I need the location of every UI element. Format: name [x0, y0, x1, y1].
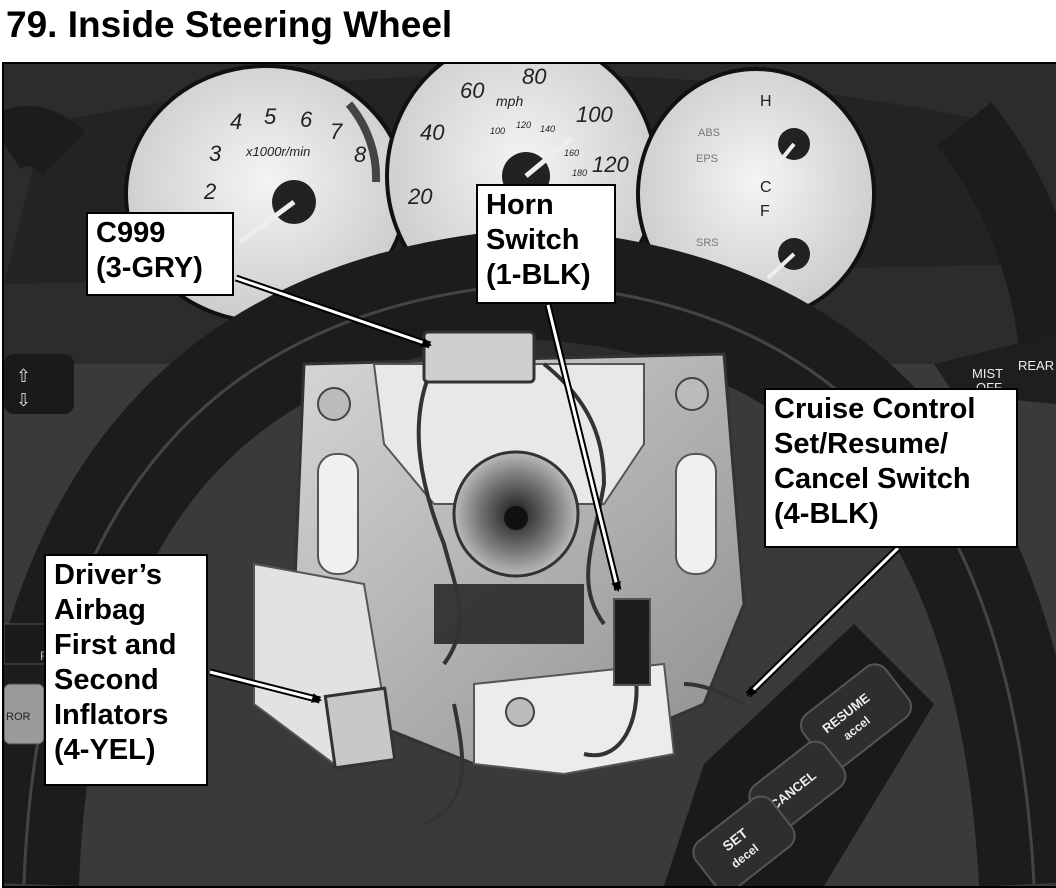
page-title: 79. Inside Steering Wheel: [6, 4, 453, 45]
svg-text:ABS: ABS: [698, 127, 720, 139]
horn-arrow: [546, 304, 621, 592]
svg-text:ROR: ROR: [6, 711, 31, 723]
photo-illustration: 2 3 4 5 6 7 8 x1000r/min 0 20 40 60 80 1…: [4, 64, 1056, 886]
svg-text:3: 3: [209, 141, 222, 166]
svg-text:mph: mph: [496, 93, 523, 109]
callout-horn-switch: Horn Switch (1-BLK): [476, 184, 616, 304]
callout-airbag-line3: First and: [54, 629, 177, 661]
callout-horn-line3: (1-BLK): [486, 259, 591, 291]
callout-cruise-line2: Set/Resume/: [774, 428, 949, 460]
airbag-arrow: [209, 670, 322, 703]
svg-text:REAR: REAR: [1018, 358, 1054, 373]
svg-text:F: F: [760, 203, 770, 220]
callout-c999-line1: C999: [96, 217, 166, 249]
callout-cruise-line1: Cruise Control: [774, 393, 976, 425]
callout-airbag-line6: (4-YEL): [54, 734, 156, 766]
c999-connector: [422, 330, 536, 384]
callout-airbag-line2: Airbag: [54, 594, 146, 626]
svg-text:H: H: [760, 93, 772, 110]
svg-text:8: 8: [354, 142, 367, 167]
callout-cruise-line3: Cancel Switch: [774, 463, 971, 495]
svg-text:60: 60: [460, 78, 485, 103]
horn-switch-connector: [613, 598, 651, 686]
cruise-arrow: [746, 546, 900, 697]
cruise-control-button-pod: RESUME accel CANCEL SET decel: [664, 624, 934, 886]
svg-text:140: 140: [540, 124, 555, 134]
svg-text:4: 4: [230, 109, 242, 134]
svg-text:80: 80: [522, 64, 547, 89]
callout-airbag-line5: Inflators: [54, 699, 169, 731]
svg-text:7: 7: [330, 119, 343, 144]
wiring-harness: [416, 362, 745, 826]
svg-text:SRS: SRS: [696, 237, 719, 249]
callout-horn-line1: Horn: [486, 189, 554, 221]
set-button: [692, 795, 796, 886]
callout-cruise-control: Cruise Control Set/Resume/ Cancel Switch…: [764, 388, 1018, 548]
svg-text:160: 160: [564, 148, 579, 158]
svg-text:100: 100: [490, 126, 505, 136]
airbag-connector: [323, 686, 397, 770]
svg-text:180: 180: [572, 168, 587, 178]
svg-text:⇩: ⇩: [16, 390, 31, 411]
svg-text:120: 120: [592, 152, 629, 177]
callout-horn-line2: Switch: [486, 224, 580, 256]
callout-airbag-line1: Driver’s: [54, 559, 163, 591]
callout-c999-line2: (3-GRY): [96, 252, 203, 284]
c999-arrow: [235, 276, 432, 348]
svg-text:x1000r/min: x1000r/min: [245, 144, 310, 159]
callout-airbag-inflators: Driver’s Airbag First and Second Inflato…: [44, 554, 208, 786]
svg-text:C: C: [760, 179, 772, 196]
callout-cruise-line4: (4-BLK): [774, 498, 879, 530]
svg-text:⇧: ⇧: [16, 366, 31, 387]
svg-text:2: 2: [203, 179, 216, 204]
svg-text:100: 100: [576, 102, 613, 127]
svg-text:6: 6: [300, 107, 313, 132]
svg-text:EPS: EPS: [696, 153, 718, 165]
svg-text:MIST: MIST: [972, 366, 1003, 381]
callout-c999: C999 (3-GRY): [86, 212, 234, 296]
svg-text:40: 40: [420, 120, 445, 145]
svg-text:20: 20: [407, 184, 433, 209]
svg-text:120: 120: [516, 120, 531, 130]
callout-airbag-line4: Second: [54, 664, 159, 696]
svg-text:5: 5: [264, 104, 277, 129]
